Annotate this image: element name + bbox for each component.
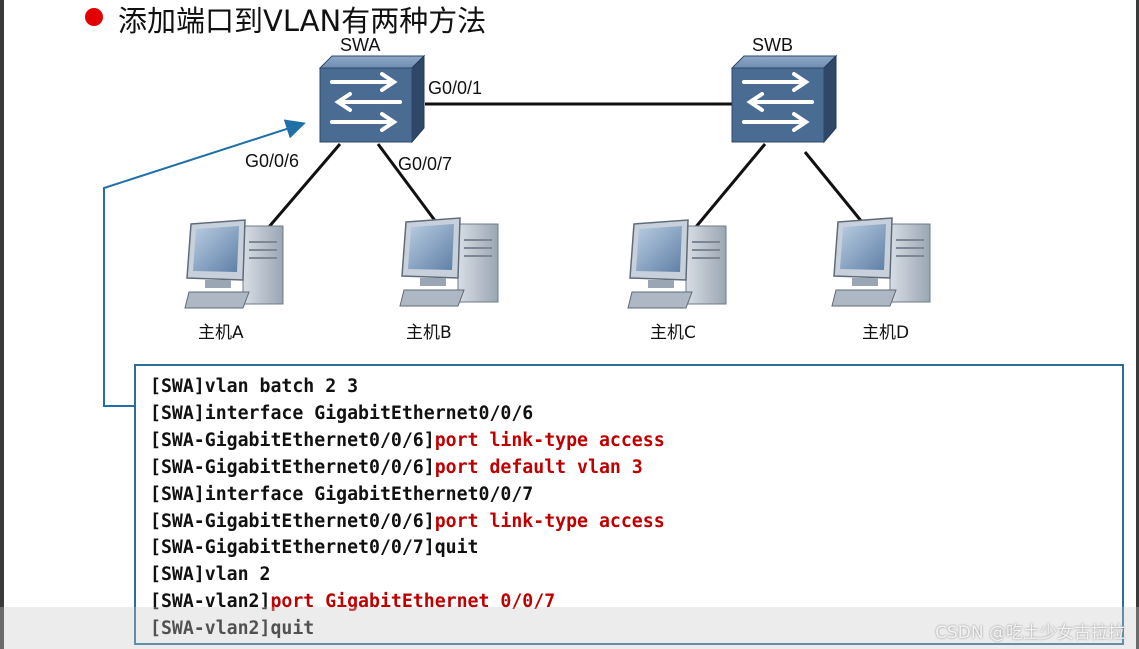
cli-config-box <box>134 364 1124 645</box>
cli-line: [SWA-vlan2]quit <box>150 616 665 643</box>
cli-prompt: [SWA-GigabitEthernet0/0/6] <box>150 510 435 532</box>
host-b-label: 主机B <box>406 323 452 343</box>
switch-swa-icon <box>318 54 426 144</box>
bottom-overlay-strip <box>0 607 1139 649</box>
cli-line: [SWA-GigabitEthernet0/0/6]port link-type… <box>150 509 665 536</box>
cli-prompt: [SWA] <box>150 376 205 397</box>
cli-line: [SWA]interface GigabitEthernet0/0/6 <box>150 401 665 428</box>
host-d-label: 主机D <box>862 323 909 343</box>
cli-prompt: [SWA] <box>150 483 205 505</box>
cli-command-highlight: port GigabitEthernet 0/0/7 <box>270 591 556 613</box>
slide-title: 添加端口到VLAN有两种方法 <box>118 4 487 38</box>
cli-prompt: [SWA-GigabitEthernet0/0/6] <box>150 456 435 478</box>
cli-prompt: [SWA-vlan2] <box>150 618 271 640</box>
cli-command: quit <box>270 618 315 640</box>
cli-command: vlan 2 <box>204 564 271 586</box>
link-swb-host-c <box>693 143 767 229</box>
host-d-computer-icon <box>831 217 931 307</box>
switch-swb-label: SWB <box>752 35 793 55</box>
link-swa-host-b <box>376 143 438 223</box>
host-a-label: 主机A <box>198 323 244 343</box>
cli-command-highlight: port link-type access <box>434 510 665 532</box>
host-a-computer-icon <box>184 219 284 309</box>
cli-command: vlan batch 2 3 <box>204 376 359 397</box>
cli-line: [SWA]vlan batch 2 3 <box>150 374 665 401</box>
port-g007-label: G0/0/7 <box>398 154 452 174</box>
cli-prompt: [SWA-vlan2] <box>150 591 271 613</box>
cli-command: interface GigabitEthernet0/0/7 <box>204 483 534 505</box>
link-swb-host-d <box>803 151 864 223</box>
port-g001-label: G0/0/1 <box>428 78 482 98</box>
cli-line: [SWA]vlan 2 <box>150 562 665 589</box>
cli-command-highlight: port default vlan 3 <box>434 456 643 478</box>
switch-swa-label: SWA <box>340 35 380 55</box>
cli-line: [SWA-GigabitEthernet0/0/6]port link-type… <box>150 428 665 455</box>
cli-command: interface GigabitEthernet0/0/6 <box>204 402 534 424</box>
cli-command-highlight: port link-type access <box>434 429 665 451</box>
cli-config-listing: [SWA]vlan batch 2 3[SWA]interface Gigabi… <box>150 374 665 643</box>
host-c-computer-icon <box>627 219 727 309</box>
right-window-edge <box>1136 0 1139 649</box>
cli-line: [SWA-vlan2]port GigabitEthernet 0/0/7 <box>150 589 665 616</box>
cli-prompt: [SWA] <box>150 402 205 424</box>
switch-swb-icon <box>730 54 838 144</box>
host-c-label: 主机C <box>650 323 696 343</box>
cli-line: [SWA]interface GigabitEthernet0/0/7 <box>150 482 665 509</box>
cli-line: [SWA-GigabitEthernet0/0/7]quit <box>150 535 665 562</box>
watermark: CSDN @吃土少女古拉拉 <box>935 623 1125 643</box>
cli-line: [SWA-GigabitEthernet0/0/6]port default v… <box>150 455 665 482</box>
bullet-icon <box>85 8 103 26</box>
callout-arrow <box>103 119 306 407</box>
port-g006-label: G0/0/6 <box>245 151 299 171</box>
host-b-computer-icon <box>399 217 499 307</box>
cli-prompt: [SWA-GigabitEthernet0/0/6] <box>150 429 435 451</box>
cli-prompt: [SWA-GigabitEthernet0/0/7] <box>150 537 435 559</box>
link-swa-host-a <box>266 143 342 229</box>
cli-command: quit <box>434 537 479 559</box>
left-window-edge <box>0 0 4 649</box>
cli-prompt: [SWA] <box>150 564 205 586</box>
